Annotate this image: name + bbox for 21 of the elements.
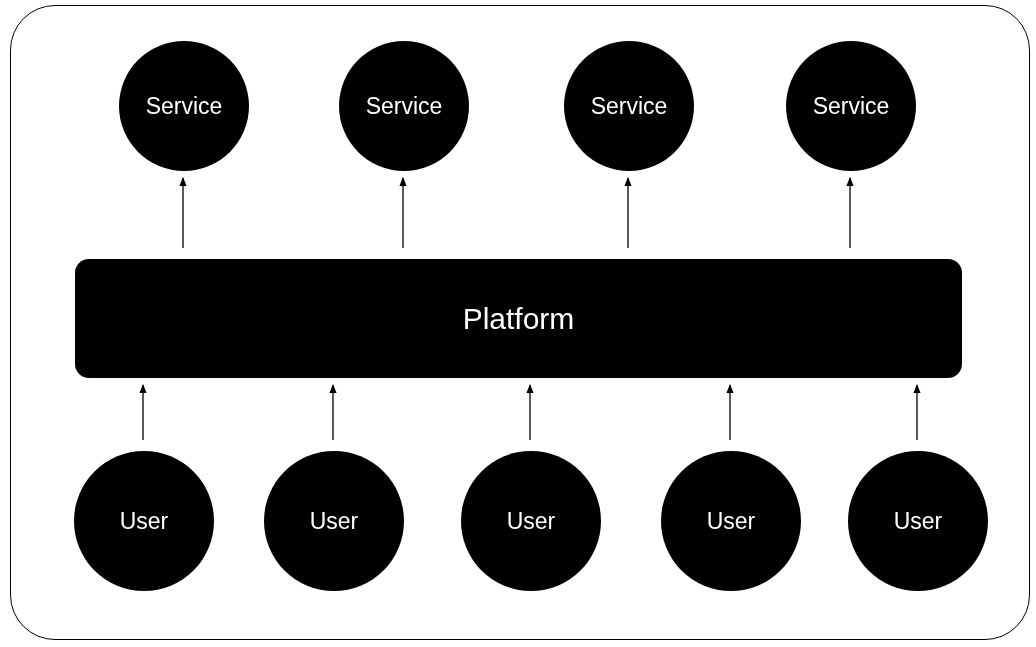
- node-label: Service: [812, 92, 890, 120]
- node-label: Service: [590, 92, 668, 120]
- arrow: [139, 384, 147, 441]
- arrow: [526, 384, 534, 441]
- arrow: [726, 384, 734, 441]
- node-label: User: [506, 507, 556, 535]
- arrow: [329, 384, 337, 441]
- arrow: [624, 177, 632, 249]
- node-label: Service: [145, 92, 223, 120]
- container-box: [10, 5, 1030, 640]
- node-label: User: [893, 507, 943, 535]
- node-label: User: [706, 507, 756, 535]
- node-label: Service: [365, 92, 443, 120]
- node-label: User: [309, 507, 359, 535]
- arrow: [399, 177, 407, 249]
- node-label: Platform: [462, 301, 575, 336]
- arrow: [913, 384, 921, 441]
- node-label: User: [119, 507, 169, 535]
- platform-bar: [75, 259, 962, 378]
- arrow: [846, 177, 854, 249]
- arrow: [179, 177, 187, 249]
